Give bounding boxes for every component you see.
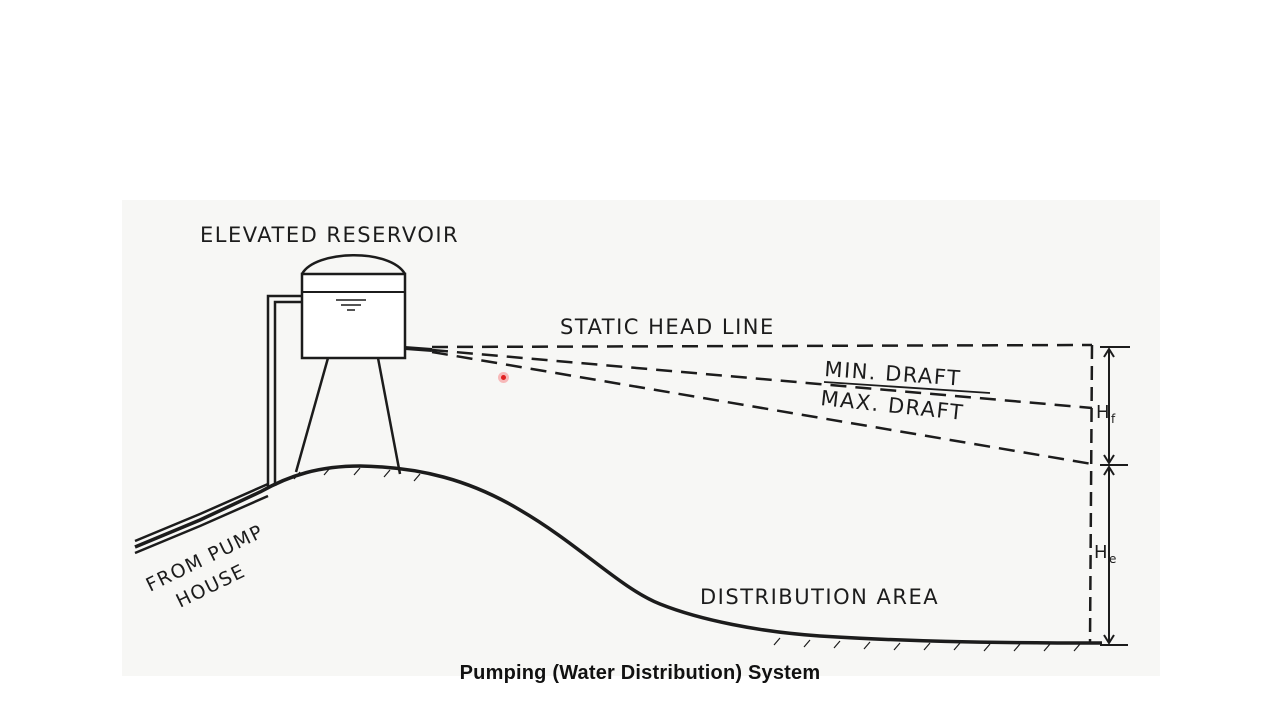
static-head-line: [431, 343, 1093, 349]
vertical-reference-line: [1088, 344, 1094, 644]
min-draft-underline: [823, 381, 991, 394]
diagram-caption: Pumping (Water Distribution) System: [459, 662, 821, 684]
hf-dimension-line: [1103, 347, 1115, 465]
diagram-background: [122, 200, 1160, 676]
ground-hatching: [293, 467, 1081, 652]
he-dimension-line: [1103, 465, 1115, 645]
distribution-area-label: DISTRIBUTION AREA: [700, 585, 939, 609]
reservoir-label: ELEVATED RESERVOIR: [200, 223, 459, 247]
water-level-marker: [336, 299, 366, 311]
hf-label: Hf: [1096, 402, 1117, 426]
outlet-pipe: [404, 346, 433, 352]
he-label: He: [1094, 542, 1118, 566]
pump-pipe: [134, 482, 269, 555]
static-head-label: STATIC HEAD LINE: [560, 315, 775, 339]
max-draft-label: MAX. DRAFT: [819, 386, 965, 425]
reservoir-tank: [300, 272, 407, 360]
tower-legs: [294, 357, 402, 475]
reservoir-dome: [300, 254, 407, 275]
laser-pointer-dot: [498, 372, 509, 383]
ground-profile: [134, 464, 1103, 645]
max-draft-line: [431, 350, 1093, 466]
riser-pipe: [266, 294, 303, 488]
min-draft-line: [431, 348, 1093, 410]
